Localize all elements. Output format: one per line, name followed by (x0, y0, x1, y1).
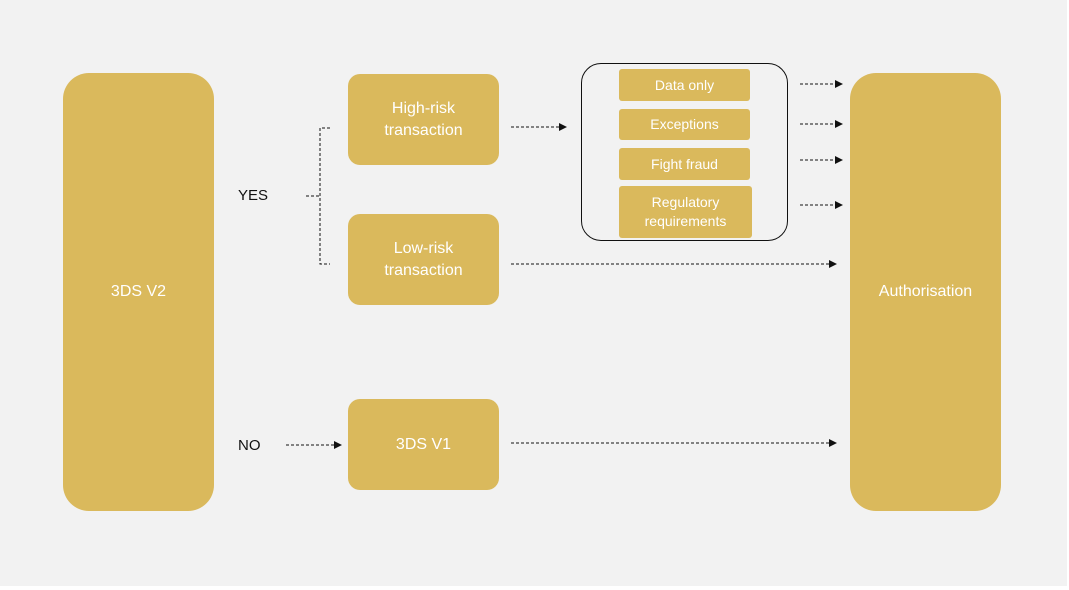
node-regulatory-label: Regulatory requirements (644, 194, 727, 229)
node-authorisation: Authorisation (850, 73, 1001, 511)
node-authorisation-label: Authorisation (878, 283, 973, 300)
node-3ds-v1-label: 3DS V1 (395, 435, 452, 453)
node-3ds-v2-label: 3DS V2 (110, 283, 167, 300)
node-data-only-label: Data only (654, 76, 715, 93)
label-no: NO (238, 437, 261, 454)
node-3ds-v2: 3DS V2 (63, 73, 214, 511)
label-yes: YES (238, 187, 269, 204)
high-risk-outcomes-group (581, 63, 788, 241)
bracket-yes (319, 127, 330, 265)
node-data-only: Data only (619, 69, 750, 101)
node-exceptions: Exceptions (619, 109, 750, 140)
node-3ds-v1: 3DS V1 (348, 399, 499, 490)
node-low-risk-label: Low-risk transaction (384, 239, 463, 279)
node-exceptions-label: Exceptions (650, 116, 719, 132)
node-fight-fraud: Fight fraud (619, 148, 750, 180)
node-regulatory-requirements: Regulatory requirements (619, 186, 752, 238)
node-fight-fraud-label: Fight fraud (651, 155, 718, 172)
node-low-risk-transaction: Low-risk transaction (348, 214, 499, 305)
node-high-risk-label: High-risk transaction (384, 99, 463, 139)
node-high-risk-transaction: High-risk transaction (348, 74, 499, 165)
